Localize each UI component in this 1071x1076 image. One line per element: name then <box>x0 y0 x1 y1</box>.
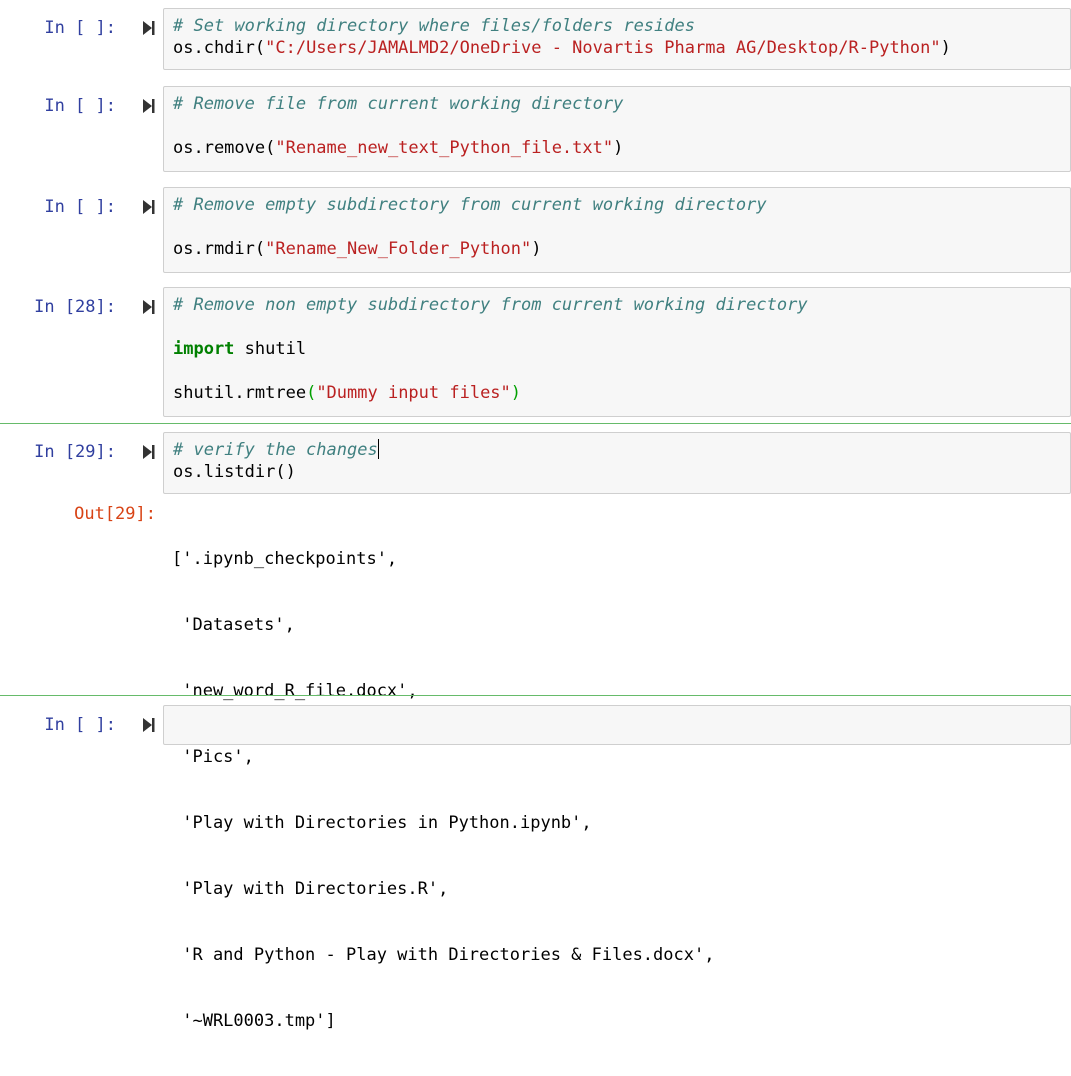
code-cell-3[interactable]: In [ ]: # Remove empty subdirectory from… <box>0 184 1071 274</box>
code-editor[interactable]: # Remove non empty subdirectory from cur… <box>163 287 1071 417</box>
code-line: shutil.rmtree("Dummy input files") <box>173 383 522 403</box>
code-line: os.remove("Rename_new_text_Python_file.t… <box>173 138 624 158</box>
run-cell-icon[interactable] <box>143 21 155 35</box>
output-line: 'Play with Directories in Python.ipynb', <box>172 813 592 833</box>
code-cell-6[interactable]: In [ ]: <box>0 700 1071 755</box>
code-cell-4[interactable]: In [28]: # Remove non empty subdirectory… <box>0 284 1071 418</box>
code-editor[interactable]: # Set working directory where files/fold… <box>163 8 1071 70</box>
output-line: '~WRL0003.tmp'] <box>172 1011 336 1031</box>
selected-cell-bottom-border <box>0 695 1071 696</box>
input-prompt: In [28]: <box>34 297 116 317</box>
output-line: 'R and Python - Play with Directories & … <box>172 945 715 965</box>
code-editor[interactable]: # Remove file from current working direc… <box>163 86 1071 172</box>
code-editor[interactable] <box>163 705 1071 745</box>
output-prompt: Out[29]: <box>74 504 156 524</box>
input-prompt: In [ ]: <box>44 715 116 735</box>
code-line: import shutil <box>173 339 307 359</box>
code-line: os.listdir() <box>173 462 296 482</box>
run-cell-icon[interactable] <box>143 200 155 214</box>
input-prompt: In [ ]: <box>44 197 116 217</box>
code-editor[interactable]: # verify the changes os.listdir() <box>163 432 1071 494</box>
cell-output: ['.ipynb_checkpoints', 'Datasets', 'new_… <box>172 504 714 1076</box>
code-line: os.rmdir("Rename_New_Folder_Python") <box>173 239 542 259</box>
code-line: # verify the changes <box>173 439 379 460</box>
run-cell-icon[interactable] <box>143 718 155 732</box>
code-editor[interactable]: # Remove empty subdirectory from current… <box>163 187 1071 273</box>
output-line: ['.ipynb_checkpoints', <box>172 549 398 569</box>
output-line: 'Play with Directories.R', <box>172 879 449 899</box>
run-cell-icon[interactable] <box>143 99 155 113</box>
code-comment: # Remove non empty subdirectory from cur… <box>173 295 808 315</box>
run-cell-icon[interactable] <box>143 300 155 314</box>
output-line: 'new_word_R_file.docx', <box>172 681 418 701</box>
text-cursor <box>377 439 379 459</box>
code-comment: # Remove empty subdirectory from current… <box>173 195 767 215</box>
input-prompt: In [29]: <box>34 442 116 462</box>
code-cell-1[interactable]: In [ ]: # Set working directory where fi… <box>0 4 1071 70</box>
input-prompt: In [ ]: <box>44 96 116 116</box>
output-line: 'Datasets', <box>172 615 295 635</box>
code-line: os.chdir("C:/Users/JAMALMD2/OneDrive - N… <box>173 38 951 58</box>
code-comment: # Set working directory where files/fold… <box>173 16 695 36</box>
code-cell-5[interactable]: In [29]: # verify the changes os.listdir… <box>0 424 1071 1031</box>
run-cell-icon[interactable] <box>143 445 155 459</box>
code-cell-2[interactable]: In [ ]: # Remove file from current worki… <box>0 83 1071 173</box>
input-prompt: In [ ]: <box>44 18 116 38</box>
selected-cell-top-border <box>0 423 1071 424</box>
code-comment: # Remove file from current working direc… <box>173 94 624 114</box>
